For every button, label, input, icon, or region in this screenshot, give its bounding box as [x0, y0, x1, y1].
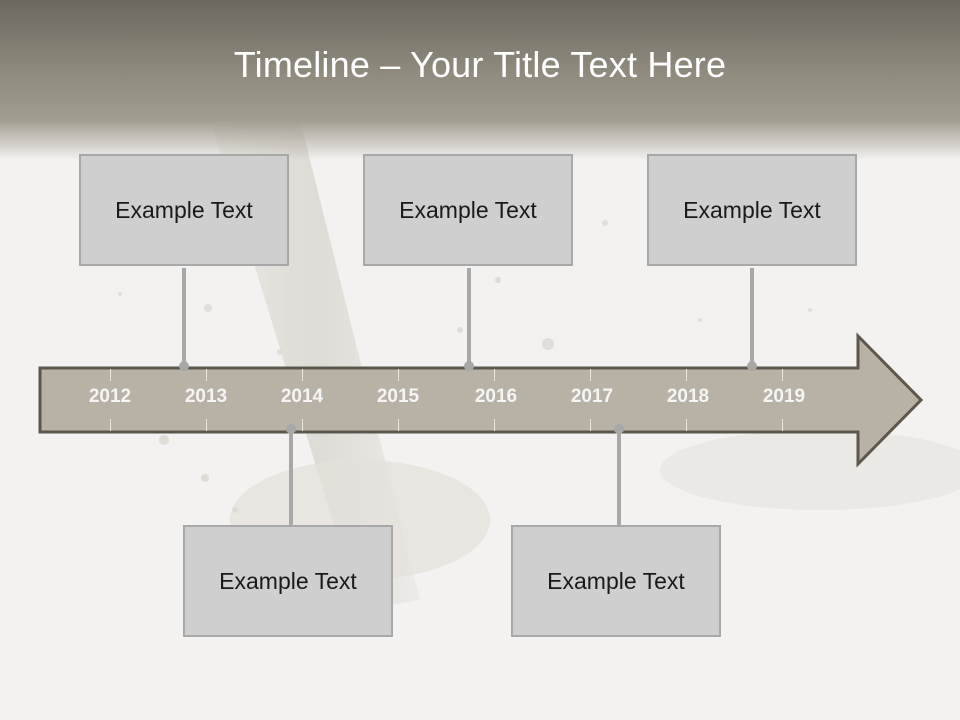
year-label: 2016	[474, 386, 518, 407]
year-label: 2019	[762, 386, 806, 407]
tick-top	[590, 369, 591, 381]
tick-bottom	[302, 419, 303, 431]
tick-bottom	[590, 419, 591, 431]
event-marker	[179, 361, 189, 371]
tick-top	[494, 369, 495, 381]
year-label: 2017	[570, 386, 614, 407]
event-connector	[750, 268, 754, 366]
year-label: 2018	[666, 386, 710, 407]
title-band	[0, 0, 960, 160]
event-marker	[286, 424, 296, 434]
event-connector	[467, 268, 471, 366]
tick-top	[302, 369, 303, 381]
tick-top	[782, 369, 783, 381]
year-label: 2012	[88, 386, 132, 407]
tick-top	[686, 369, 687, 381]
event-connector	[289, 430, 293, 527]
event-box-top: Example Text	[363, 154, 573, 266]
event-box-top: Example Text	[647, 154, 857, 266]
tick-bottom	[206, 419, 207, 431]
year-label: 2013	[184, 386, 228, 407]
tick-top	[398, 369, 399, 381]
event-connector	[182, 268, 186, 366]
tick-bottom	[782, 419, 783, 431]
tick-top	[206, 369, 207, 381]
tick-bottom	[110, 419, 111, 431]
event-marker	[747, 361, 757, 371]
tick-bottom	[494, 419, 495, 431]
event-box-bottom: Example Text	[511, 525, 721, 637]
tick-bottom	[686, 419, 687, 431]
tick-top	[110, 369, 111, 381]
event-box-top: Example Text	[79, 154, 289, 266]
event-marker	[614, 424, 624, 434]
event-connector	[617, 430, 621, 527]
year-label: 2015	[376, 386, 420, 407]
event-box-bottom: Example Text	[183, 525, 393, 637]
event-marker	[464, 361, 474, 371]
slide-title: Timeline – Your Title Text Here	[233, 44, 727, 85]
year-label: 2014	[280, 386, 324, 407]
tick-bottom	[398, 419, 399, 431]
